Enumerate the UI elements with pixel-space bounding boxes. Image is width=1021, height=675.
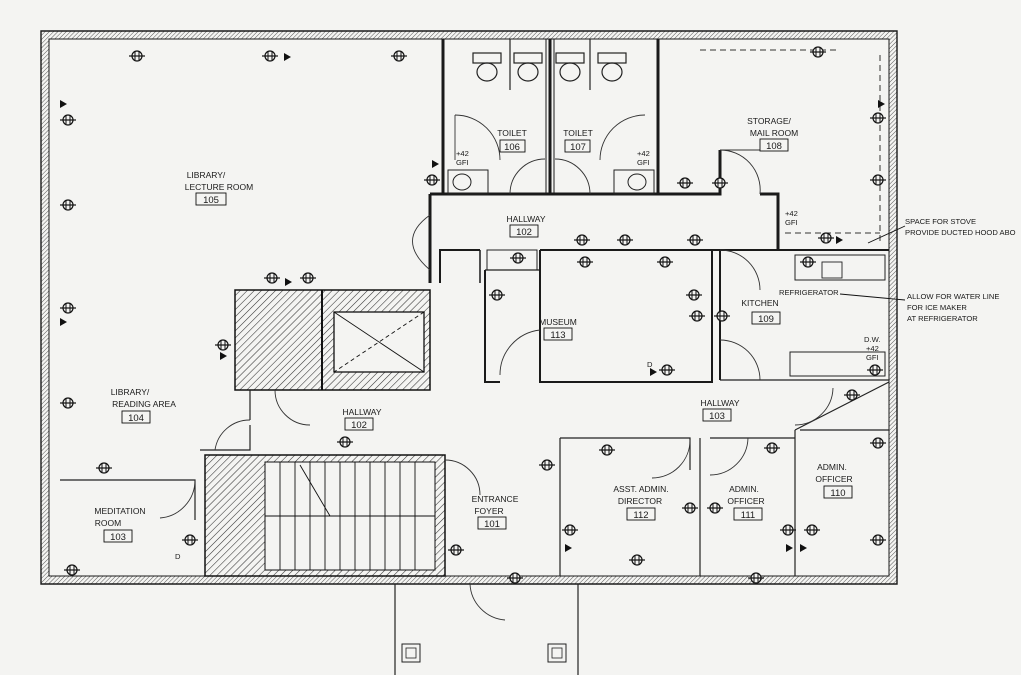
svg-text:FOYER: FOYER bbox=[474, 506, 503, 516]
svg-text:OFFICER: OFFICER bbox=[815, 474, 852, 484]
svg-text:103: 103 bbox=[709, 411, 725, 422]
svg-text:+42: +42 bbox=[866, 344, 879, 353]
svg-text:ENTRANCE: ENTRANCE bbox=[472, 494, 519, 504]
svg-text:MUSEUM: MUSEUM bbox=[539, 317, 577, 327]
room-hallway-102-upper: HALLWAY 102 bbox=[506, 214, 545, 238]
svg-text:MAIL ROOM: MAIL ROOM bbox=[750, 128, 798, 138]
storage-shelving bbox=[700, 49, 881, 245]
svg-text:HALLWAY: HALLWAY bbox=[506, 214, 545, 224]
kitchen-fixtures bbox=[486, 249, 886, 377]
svg-text:STORAGE/: STORAGE/ bbox=[747, 116, 791, 126]
svg-text:108: 108 bbox=[766, 141, 782, 152]
svg-text:107: 107 bbox=[570, 142, 586, 153]
room-entrance-foyer: ENTRANCE FOYER 101 bbox=[472, 494, 519, 530]
svg-text:D: D bbox=[647, 360, 653, 369]
room-toilet-107: TOILET 107 bbox=[563, 128, 593, 153]
note-water-line-2: FOR ICE MAKER bbox=[907, 303, 967, 312]
svg-text:READING AREA: READING AREA bbox=[112, 399, 176, 409]
svg-text:HALLWAY: HALLWAY bbox=[700, 398, 739, 408]
room-museum: MUSEUM 113 bbox=[539, 317, 577, 341]
fixture-labels: +42 GFI +42 GFI +42 GFI REFRIGERATOR D.W… bbox=[175, 149, 880, 561]
svg-text:LECTURE ROOM: LECTURE ROOM bbox=[185, 182, 253, 192]
svg-text:110: 110 bbox=[830, 488, 845, 499]
note-water-line-1: ALLOW FOR WATER LINE bbox=[907, 292, 999, 301]
door-swings bbox=[159, 114, 834, 621]
room-kitchen: KITCHEN 109 bbox=[741, 298, 781, 325]
svg-text:106: 106 bbox=[504, 142, 520, 153]
svg-text:D.W.: D.W. bbox=[864, 335, 880, 344]
svg-text:GFI: GFI bbox=[785, 218, 798, 227]
note-water-line-3: AT REFRIGERATOR bbox=[907, 314, 978, 323]
svg-text:104: 104 bbox=[128, 413, 144, 424]
svg-text:109: 109 bbox=[758, 314, 774, 325]
room-toilet-106: TOILET 106 bbox=[497, 128, 527, 153]
svg-text:112: 112 bbox=[633, 510, 648, 521]
plan-notes: SPACE FOR STOVE PROVIDE DUCTED HOOD ABO … bbox=[839, 217, 1016, 323]
svg-text:ASST. ADMIN.: ASST. ADMIN. bbox=[613, 484, 668, 494]
svg-text:ROOM: ROOM bbox=[95, 518, 121, 528]
svg-text:+42: +42 bbox=[456, 149, 469, 158]
room-asst-admin-director: ASST. ADMIN. DIRECTOR 112 bbox=[613, 484, 668, 521]
room-meditation: MEDITATION ROOM 103 bbox=[94, 506, 145, 543]
svg-text:OFFICER: OFFICER bbox=[727, 496, 764, 506]
room-admin-officer-110: ADMIN. OFFICER 110 bbox=[815, 462, 852, 499]
svg-text:TOILET: TOILET bbox=[497, 128, 527, 138]
svg-text:TOILET: TOILET bbox=[563, 128, 593, 138]
room-library-lecture: LIBRARY/ LECTURE ROOM 105 bbox=[185, 170, 253, 206]
svg-text:101: 101 bbox=[484, 519, 500, 530]
svg-text:102: 102 bbox=[351, 420, 367, 431]
svg-text:GFI: GFI bbox=[456, 158, 469, 167]
room-labels: LIBRARY/ LECTURE ROOM 105 TOILET 106 TOI… bbox=[94, 116, 852, 543]
room-hallway-102-lower: HALLWAY 102 bbox=[342, 407, 381, 431]
note-stove-line-2: PROVIDE DUCTED HOOD ABO bbox=[905, 228, 1016, 237]
svg-text:ADMIN.: ADMIN. bbox=[729, 484, 759, 494]
svg-text:+42: +42 bbox=[785, 209, 798, 218]
svg-text:103: 103 bbox=[110, 532, 126, 543]
svg-text:105: 105 bbox=[203, 195, 219, 206]
svg-text:113: 113 bbox=[550, 330, 565, 341]
svg-text:KITCHEN: KITCHEN bbox=[741, 298, 778, 308]
room-admin-officer-111: ADMIN. OFFICER 111 bbox=[727, 484, 764, 521]
svg-text:102: 102 bbox=[516, 227, 532, 238]
svg-text:MEDITATION: MEDITATION bbox=[94, 506, 145, 516]
room-storage-mail: STORAGE/ MAIL ROOM 108 bbox=[747, 116, 798, 152]
svg-text:+42: +42 bbox=[637, 149, 650, 158]
svg-text:HALLWAY: HALLWAY bbox=[342, 407, 381, 417]
room-library-reading: LIBRARY/ READING AREA 104 bbox=[111, 387, 177, 424]
interior-walls bbox=[60, 39, 890, 675]
svg-text:LIBRARY/: LIBRARY/ bbox=[111, 387, 150, 397]
svg-text:DIRECTOR: DIRECTOR bbox=[618, 496, 662, 506]
svg-text:111: 111 bbox=[741, 510, 755, 521]
svg-text:GFI: GFI bbox=[866, 353, 879, 362]
svg-text:D: D bbox=[175, 552, 181, 561]
exterior-walls bbox=[40, 30, 898, 585]
svg-text:ADMIN.: ADMIN. bbox=[817, 462, 847, 472]
svg-text:LIBRARY/: LIBRARY/ bbox=[187, 170, 226, 180]
room-hallway-103: HALLWAY 103 bbox=[700, 398, 739, 422]
toilets bbox=[447, 52, 655, 195]
svg-text:REFRIGERATOR: REFRIGERATOR bbox=[779, 288, 839, 297]
svg-text:GFI: GFI bbox=[637, 158, 650, 167]
note-stove-line-1: SPACE FOR STOVE bbox=[905, 217, 976, 226]
